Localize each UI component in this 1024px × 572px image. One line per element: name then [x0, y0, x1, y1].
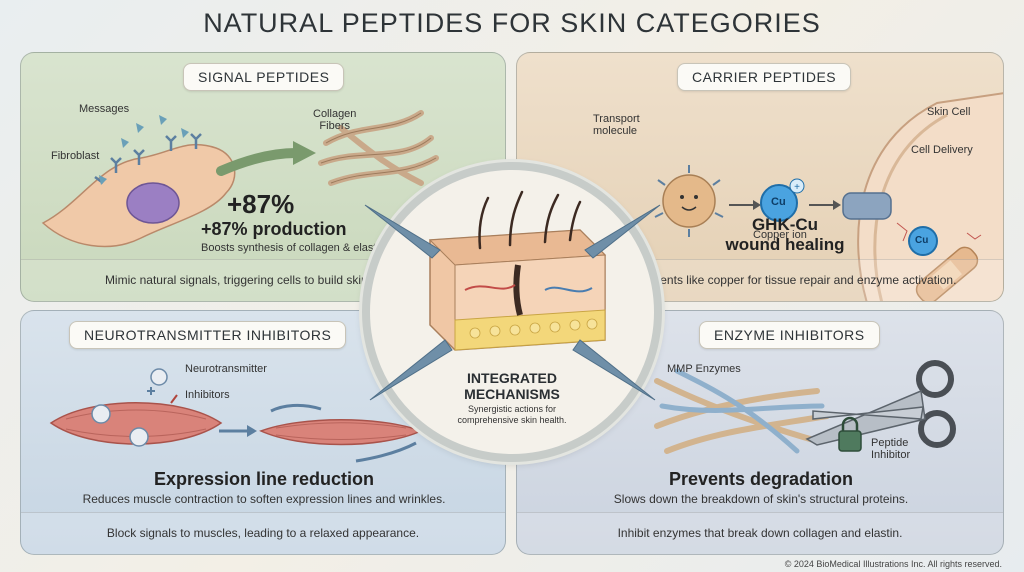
enzyme-inhibitors-label: ENZYME INHIBITORS	[699, 321, 880, 349]
neuro-inhibitors-panel: NEUROTRANSMITTER INHIBITORS Neurotransmi…	[20, 310, 506, 555]
neuro-headline: Expression line reduction	[153, 469, 375, 489]
fibroblast-illustration	[41, 110, 439, 248]
page-title: NATURAL PEPTIDES FOR SKIN CATEGORIES	[203, 8, 821, 38]
muscle-illustration	[49, 368, 423, 463]
copper-ion-label: Copper ion	[753, 229, 807, 241]
svg-text:+: +	[794, 182, 800, 193]
signal-stat-big: +87%	[227, 189, 295, 219]
signal-peptides-label: SIGNAL PEPTIDES	[183, 63, 345, 91]
mmp-enzymes-label: MMP Enzymes	[667, 363, 741, 375]
neurotransmitter-label: Neurotransmitter	[185, 363, 267, 375]
enzyme-illustration	[654, 360, 956, 454]
carrier-peptides-label: CARRIER PEPTIDES	[677, 63, 852, 91]
signal-peptides-panel: SIGNAL PEPTIDES	[20, 52, 506, 302]
neuro-inhibitors-label: NEUROTRANSMITTER INHIBITORS	[69, 321, 347, 349]
enzyme-headline: Prevents degradation	[668, 469, 854, 489]
signal-stat-sub: +87% production	[201, 219, 347, 239]
cell-delivery-label: Cell Delivery	[911, 144, 973, 156]
neuro-footer: Block signals to muscles, leading to a r…	[21, 512, 505, 554]
cu-symbol-delivered: Cu	[915, 235, 929, 246]
messages-label: Messages	[79, 103, 130, 115]
inhibitors-label: Inhibitors	[185, 389, 230, 401]
skin-cross-section	[428, 190, 607, 351]
neuro-desc: Reduces muscle contraction to soften exp…	[82, 492, 446, 506]
cu-symbol: Cu	[771, 196, 786, 208]
fibroblast-label: Fibroblast	[51, 150, 100, 162]
carrier-illustration: +	[654, 92, 1003, 301]
skin-cell-label: Skin Cell	[927, 106, 971, 118]
enzyme-desc: Slows down the breakdown of skin's struc…	[613, 492, 909, 506]
signal-stat-desc: Boosts synthesis of collagen & elastin.	[201, 242, 389, 254]
copyright-text: © 2024 BioMedical Illustrations Inc. All…	[784, 559, 1002, 569]
enzyme-footer: Inhibit enzymes that break down collagen…	[517, 512, 1003, 554]
